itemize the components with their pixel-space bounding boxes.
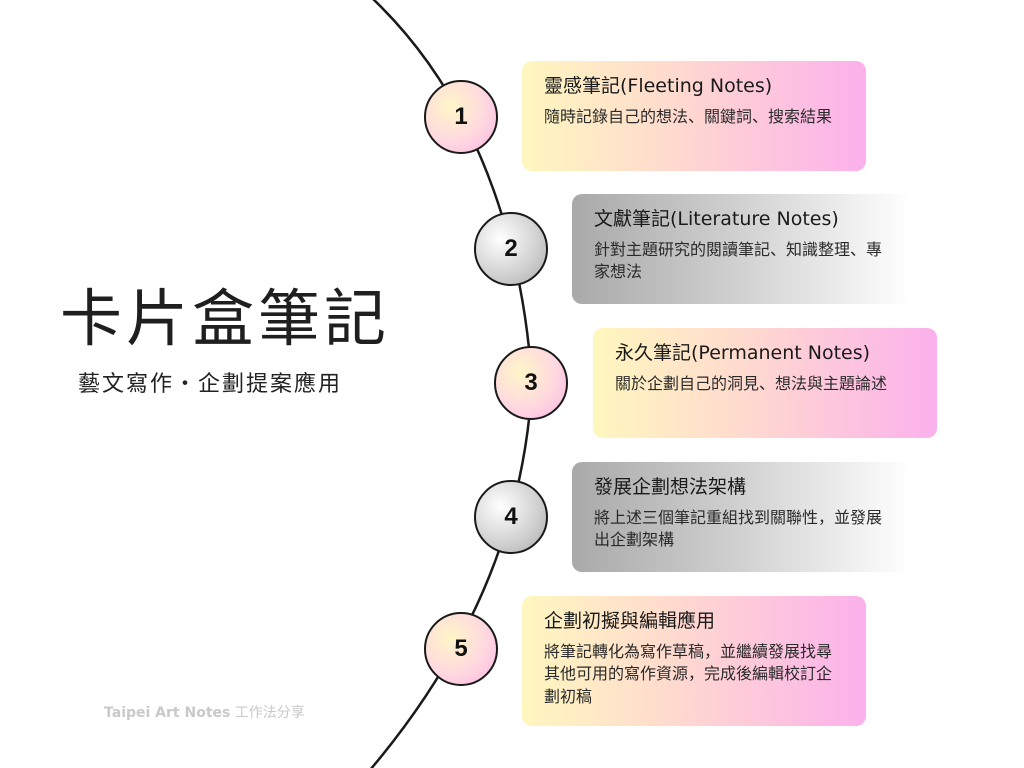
step-4-description: 將上述三個筆記重組找到關聯性，並發展出企劃架構 — [594, 507, 883, 550]
step-2-description: 針對主題研究的閱讀筆記、知識整理、專家想法 — [594, 239, 883, 282]
step-2-number: 2 — [504, 235, 518, 262]
step-2-title: 文獻筆記(Literature Notes) — [594, 208, 839, 230]
step-5-card: 企劃初擬與編輯應用 將筆記轉化為寫作草稿，並繼續發展找尋其他可用的寫作資源，完成… — [522, 596, 866, 726]
step-1-number: 1 — [454, 103, 468, 130]
step-3-card: 永久筆記(Permanent Notes) 關於企劃自己的洞見、想法與主題論述 — [593, 328, 937, 438]
step-5-title: 企劃初擬與編輯應用 — [544, 610, 716, 632]
step-2-card: 文獻筆記(Literature Notes) 針對主題研究的閱讀筆記、知識整理、… — [572, 194, 912, 304]
step-4-number: 4 — [504, 503, 518, 530]
step-1-card: 靈感筆記(Fleeting Notes) 隨時記錄自己的想法、關鍵詞、搜索結果 — [522, 61, 866, 171]
step-5-description: 將筆記轉化為寫作草稿，並繼續發展找尋其他可用的寫作資源，完成後編輯校訂企劃初稿 — [544, 641, 833, 706]
step-4-title: 發展企劃想法架構 — [594, 476, 747, 498]
step-1-description: 隨時記錄自己的想法、關鍵詞、搜索結果 — [544, 106, 833, 126]
step-3-number: 3 — [524, 369, 538, 396]
step-5-circle: 5 — [424, 612, 498, 686]
subtitle: 藝文寫作・企劃提案應用 — [78, 372, 343, 397]
main-title: 卡片盒筆記 — [60, 282, 391, 355]
step-2-circle: 2 — [474, 212, 548, 286]
step-5-number: 5 — [454, 635, 468, 662]
footer-suffix: 工作法分享 — [230, 705, 305, 721]
step-3-circle: 3 — [494, 346, 568, 420]
step-1-circle: 1 — [424, 80, 498, 154]
step-4-card: 發展企劃想法架構 將上述三個筆記重組找到關聯性，並發展出企劃架構 — [572, 462, 912, 572]
step-3-description: 關於企劃自己的洞見、想法與主題論述 — [615, 373, 888, 393]
footer-credit: Taipei Art Notes 工作法分享 — [104, 702, 305, 722]
step-4-circle: 4 — [474, 480, 548, 554]
step-1-title: 靈感筆記(Fleeting Notes) — [544, 75, 773, 97]
footer-brand: Taipei Art Notes — [104, 705, 231, 721]
step-3-title: 永久筆記(Permanent Notes) — [615, 342, 871, 364]
